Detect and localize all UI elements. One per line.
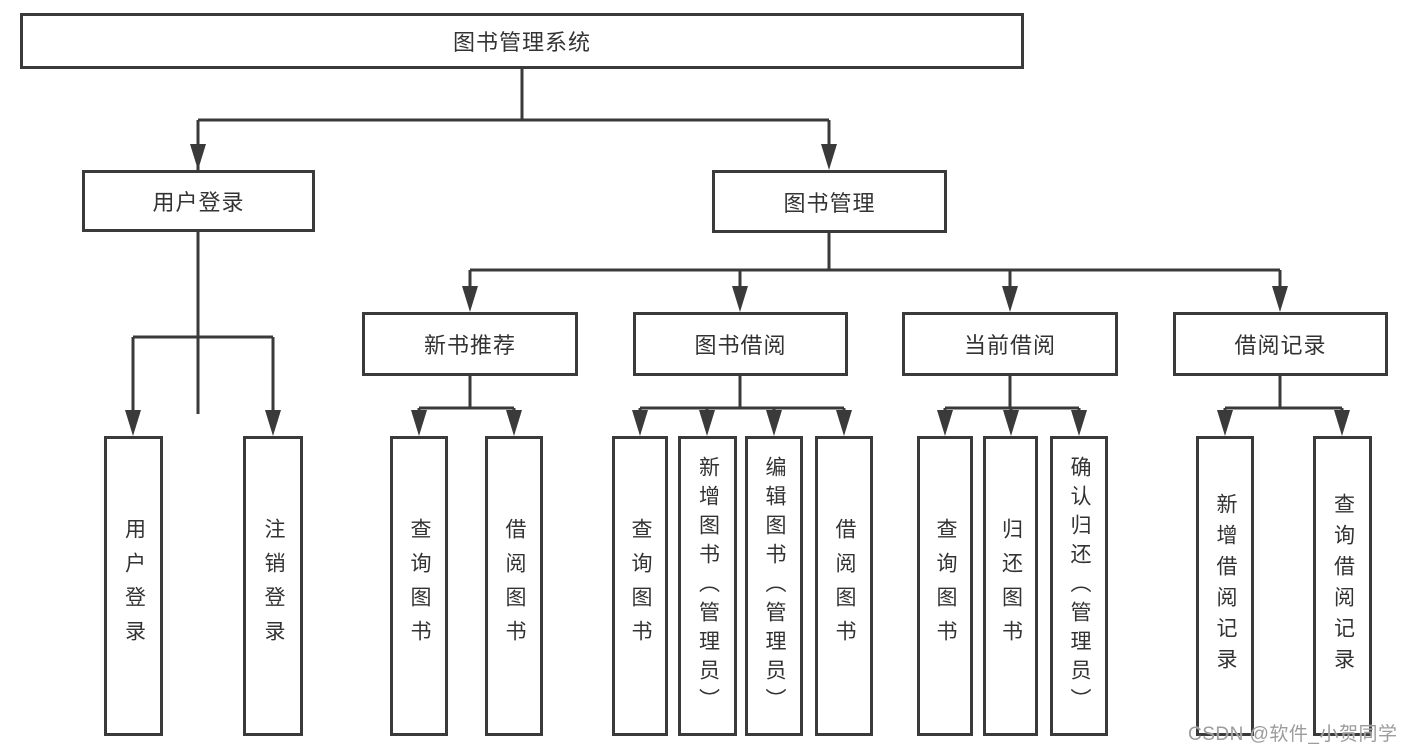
leaf-logout: 注销登录 [243, 436, 303, 736]
node-label: 查询借阅记录 [1331, 493, 1355, 679]
leaf-query-books-recommend: 查询图书 [390, 436, 448, 736]
node-label: 图书管理系统 [452, 30, 591, 55]
node-new-book-recommend: 新书推荐 [362, 312, 578, 376]
node-label: 查询图书 [934, 518, 957, 654]
node-label: 图书借阅 [694, 333, 787, 358]
node-current-borrow: 当前借阅 [902, 312, 1118, 376]
node-label: 编辑图书（管理员） [763, 455, 786, 717]
node-user-login: 用户登录 [82, 170, 315, 232]
leaf-query-books-borrow: 查询图书 [612, 436, 668, 736]
node-label: 借阅记录 [1234, 333, 1327, 358]
leaf-query-borrow-record: 查询借阅记录 [1313, 436, 1372, 736]
node-label: 借阅图书 [833, 518, 856, 654]
node-root-system: 图书管理系统 [20, 13, 1024, 69]
node-label: 归还图书 [999, 518, 1023, 654]
leaf-add-book-admin: 新增图书（管理员） [678, 436, 737, 736]
leaf-confirm-return-admin: 确认归还（管理员） [1050, 436, 1108, 736]
node-label: 用户登录 [122, 518, 146, 654]
node-label: 当前借阅 [963, 333, 1056, 358]
leaf-query-books-current: 查询图书 [917, 436, 973, 736]
leaf-borrow-books-recommend: 借阅图书 [485, 436, 543, 736]
node-label: 新增借阅记录 [1214, 493, 1237, 679]
leaf-borrow-books: 借阅图书 [815, 436, 873, 736]
node-book-borrow: 图书借阅 [633, 312, 848, 376]
node-label: 确认归还（管理员） [1068, 455, 1091, 717]
node-label: 借阅图书 [503, 518, 526, 654]
node-label: 查询图书 [629, 518, 652, 654]
node-label: 新书推荐 [423, 333, 516, 358]
node-book-management: 图书管理 [712, 170, 947, 233]
node-label: 用户登录 [152, 190, 245, 215]
node-label: 注销登录 [262, 518, 285, 654]
node-borrow-record: 借阅记录 [1173, 312, 1388, 376]
node-label: 查询图书 [408, 518, 431, 654]
leaf-return-books: 归还图书 [983, 436, 1038, 736]
leaf-add-borrow-record: 新增借阅记录 [1196, 436, 1254, 736]
csdn-watermark: CSDN @软件_小贺同学 [1188, 724, 1398, 745]
node-label: 图书管理 [783, 190, 876, 216]
leaf-user-login: 用户登录 [104, 436, 163, 736]
leaf-edit-book-admin: 编辑图书（管理员） [745, 436, 803, 736]
node-label: 新增图书（管理员） [696, 455, 720, 717]
